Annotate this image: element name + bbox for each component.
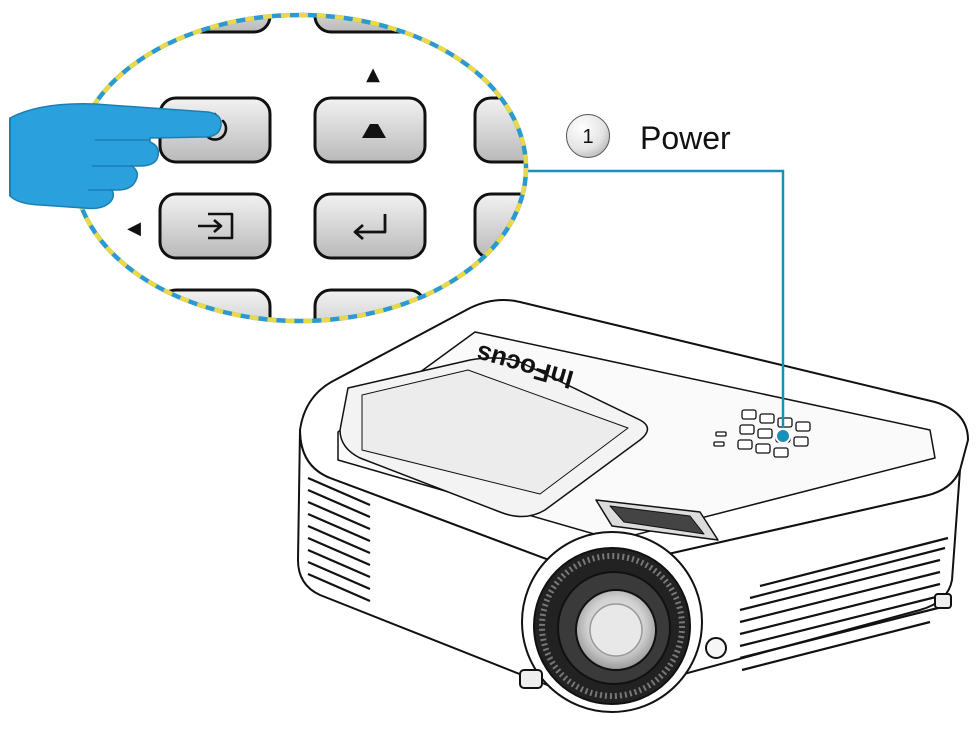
leader-endpoint xyxy=(775,428,791,444)
input-source-icon xyxy=(198,212,234,240)
projector-foot-right xyxy=(934,593,952,609)
callout-number-badge: 1 xyxy=(566,114,610,158)
projector-illustration: InFocus xyxy=(297,299,969,713)
enter-return-icon xyxy=(353,214,387,241)
right-edge-key xyxy=(473,96,526,164)
pointing-hand-icon xyxy=(9,103,222,210)
ir-sensor xyxy=(705,637,727,659)
enter-key[interactable] xyxy=(313,192,427,260)
triangle-up-icon xyxy=(362,124,386,138)
projector-foot-left xyxy=(519,669,543,689)
callout-leader-line xyxy=(520,169,785,432)
projector-lens xyxy=(521,531,703,713)
left-vent-grille xyxy=(307,476,371,603)
callout-label-power: Power xyxy=(640,120,731,156)
up-arrow-marker: ▲ xyxy=(366,64,380,85)
right-vent-grille xyxy=(739,536,949,672)
left-arrow-marker: ◀ xyxy=(127,218,141,239)
